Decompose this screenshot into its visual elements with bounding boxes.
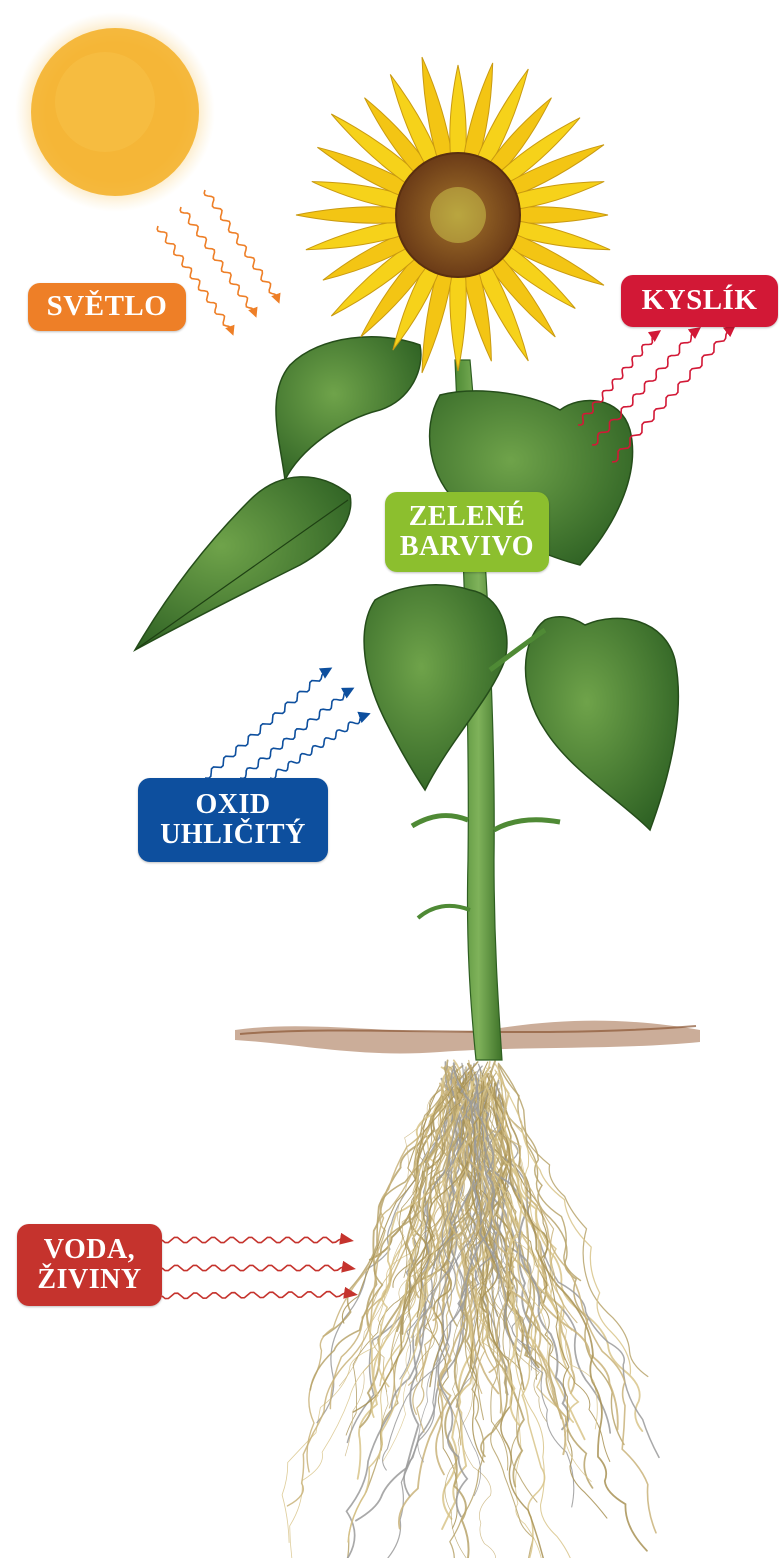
light-label: SVĚTLO: [28, 283, 186, 331]
carbon-dioxide-arrow-1: [205, 670, 328, 778]
soil-line: [235, 1021, 700, 1054]
sunflower-plant-icon: [296, 57, 610, 373]
water-nutrients-label-line-1: VODA,: [44, 1235, 135, 1265]
water-arrow-2: [162, 1265, 350, 1270]
water-arrow-1: [162, 1237, 348, 1242]
chlorophyll-label: ZELENÉ BARVIVO: [385, 492, 549, 572]
water-arrow-3: [162, 1292, 352, 1299]
chlorophyll-label-line-2: BARVIVO: [400, 532, 534, 562]
sun-icon: [15, 12, 215, 212]
water-arrows: [162, 1237, 352, 1298]
oxygen-arrow-3: [612, 328, 732, 462]
carbon-dioxide-arrow-3: [270, 715, 366, 779]
chlorophyll-label-line-1: ZELENÉ: [409, 502, 526, 532]
petal: [513, 207, 609, 223]
roots: [282, 1060, 659, 1558]
carbon-dioxide-arrows: [205, 670, 366, 779]
carbon-dioxide-label: OXID UHLIČITÝ: [138, 778, 328, 862]
water-nutrients-label: VODA, ŽIVINY: [17, 1224, 162, 1306]
petal: [450, 65, 466, 161]
light-label-text: SVĚTLO: [47, 291, 168, 322]
water-nutrients-label-line-2: ŽIVINY: [37, 1265, 141, 1295]
petal: [450, 270, 466, 372]
oxygen-label: KYSLÍK: [621, 275, 778, 327]
carbon-dioxide-label-line-2: UHLIČITÝ: [160, 820, 306, 850]
oxygen-label-text: KYSLÍK: [642, 285, 758, 316]
leaves: [135, 337, 678, 830]
light-ray-2: [180, 207, 255, 314]
carbon-dioxide-label-line-1: OXID: [195, 790, 270, 820]
petal: [296, 207, 404, 223]
light-ray-3: [204, 190, 278, 300]
